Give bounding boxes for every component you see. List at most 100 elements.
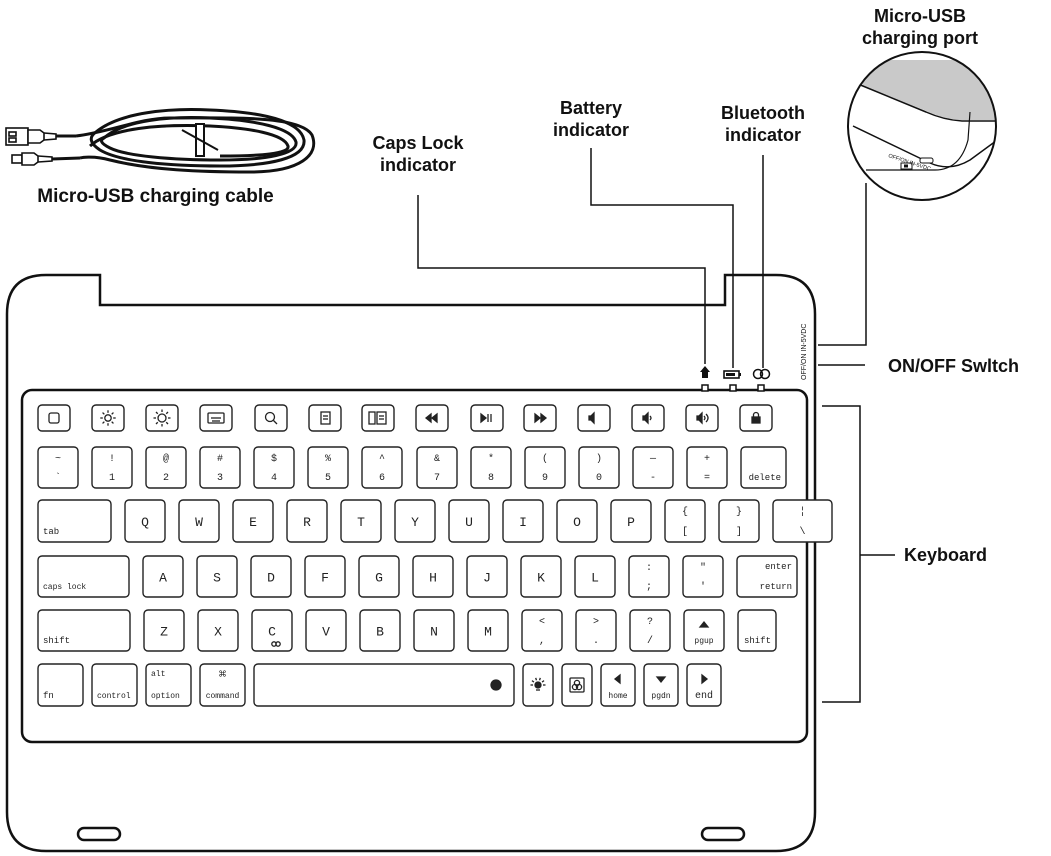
key-bluetooth	[561, 663, 593, 707]
key-label-x: X	[214, 625, 222, 640]
key-bottomright-delete: delete	[749, 473, 781, 483]
key-caps-lock: caps lock	[37, 555, 130, 598]
key-y: Y	[394, 499, 436, 543]
key-label-j: J	[483, 571, 491, 586]
key-equals: +=	[686, 446, 728, 489]
key-i: I	[502, 499, 544, 543]
key-label-o: O	[573, 515, 581, 530]
key-tilde: ~`	[37, 446, 79, 489]
key-bottom-7: 7	[434, 473, 440, 484]
key-bottom-command: command	[206, 692, 240, 701]
key-bottom-period: .	[593, 636, 599, 647]
key-u: U	[448, 499, 490, 543]
keyboard-callout: Keyboard	[904, 545, 988, 565]
key-top-1: !	[109, 454, 115, 465]
key-delete: delete	[740, 446, 787, 489]
key-bottomleft-control: control	[97, 692, 131, 701]
key-home	[37, 404, 71, 432]
key-label-k: K	[537, 571, 545, 586]
key-label-h: H	[429, 571, 437, 586]
battery-indicator-icon	[723, 370, 741, 392]
key-control: control	[91, 663, 138, 707]
key-end: end	[686, 663, 722, 707]
key-z: Z	[143, 609, 185, 652]
key-top-8: *	[488, 453, 494, 465]
key-pgdn: pgdn	[643, 663, 679, 707]
key-g: G	[358, 555, 400, 598]
key-t: T	[340, 499, 382, 543]
key-label-p: P	[627, 515, 635, 530]
caps-lock-leader	[417, 195, 706, 364]
key-top-0: )	[596, 453, 602, 465]
key-h: H	[412, 555, 454, 598]
key-bottom-tilde: `	[55, 471, 61, 484]
key-bottom-1: 1	[109, 473, 115, 484]
key-home-nav: home	[600, 663, 636, 707]
key-top-6: ^	[379, 454, 385, 465]
key-n: N	[413, 609, 455, 652]
key-e: E	[232, 499, 274, 543]
key-label-l: L	[591, 571, 599, 586]
key-label-a: A	[159, 571, 167, 586]
key-backlight	[522, 663, 554, 707]
key-brightness-up	[145, 404, 179, 432]
battery-callout-line-2: indicator	[552, 120, 629, 140]
keyboard-panel	[20, 388, 809, 744]
key-bottom-comma: ,	[539, 636, 545, 647]
key-search	[254, 404, 288, 432]
key-bottom-quote: '	[700, 581, 706, 593]
key-6: ^6	[361, 446, 403, 489]
battery-callout: Battery indicator	[530, 97, 652, 141]
key-k: K	[520, 555, 562, 598]
key-bottom-bracket-right: ]	[736, 526, 742, 538]
key-label-r: R	[303, 515, 311, 530]
key-command: ⌘command	[199, 663, 246, 707]
key-paste	[361, 404, 395, 432]
key-next-track	[523, 404, 557, 432]
key-bottom-slash: /	[647, 635, 653, 647]
key-label-t: T	[357, 515, 365, 530]
key-8: *8	[470, 446, 512, 489]
key-label-b: B	[376, 625, 384, 640]
key-f: F	[304, 555, 346, 598]
key-bottom-9: 9	[542, 473, 548, 484]
key-3: #3	[199, 446, 241, 489]
key-bottom-equals: =	[704, 473, 710, 484]
key-quote: "'	[682, 555, 724, 598]
key-top-comma: <	[539, 617, 545, 628]
key-mute	[577, 404, 611, 432]
keyboard-case	[5, 273, 817, 853]
micro-usb-cable-drawing	[5, 108, 316, 174]
key-label-y: Y	[411, 515, 419, 530]
key-c: C	[251, 609, 293, 652]
charging-port-callout-line-2: charging port	[862, 28, 978, 48]
key-a: A	[142, 555, 184, 598]
key-r: R	[286, 499, 328, 543]
key-topright-enter: enter	[765, 562, 792, 572]
key-period: >.	[575, 609, 617, 652]
key-previous-track	[415, 404, 449, 432]
key-bottomright-shift-right: shift	[744, 636, 771, 646]
key-bottom-home-nav: home	[608, 692, 627, 701]
key-bottomleft-fn: fn	[43, 691, 54, 701]
key-backslash: ¦\	[772, 499, 833, 543]
key-bracket-right: }]	[718, 499, 760, 543]
key-comma: <,	[521, 609, 563, 652]
key-label-v: V	[322, 625, 330, 640]
key-o: O	[556, 499, 598, 543]
key-d: D	[250, 555, 292, 598]
key-bottomleft-option: option	[151, 692, 180, 701]
key-label-z: Z	[160, 625, 168, 640]
charging-port-callout-line-1: Micro-USB	[873, 6, 966, 26]
key-bottomleft-shift-left: shift	[43, 636, 70, 646]
key-b: B	[359, 609, 401, 652]
key-bottom-6: 6	[379, 473, 385, 484]
key-bottom-semicolon: ;	[646, 582, 652, 593]
onoff-switch-callout: ON/OFF Swltch	[888, 356, 1020, 376]
rubber-foot-right	[700, 826, 746, 842]
key-l: L	[574, 555, 616, 598]
key-slash: ?/	[629, 609, 671, 652]
rubber-foot-left	[76, 826, 122, 842]
key-copy	[308, 404, 342, 432]
